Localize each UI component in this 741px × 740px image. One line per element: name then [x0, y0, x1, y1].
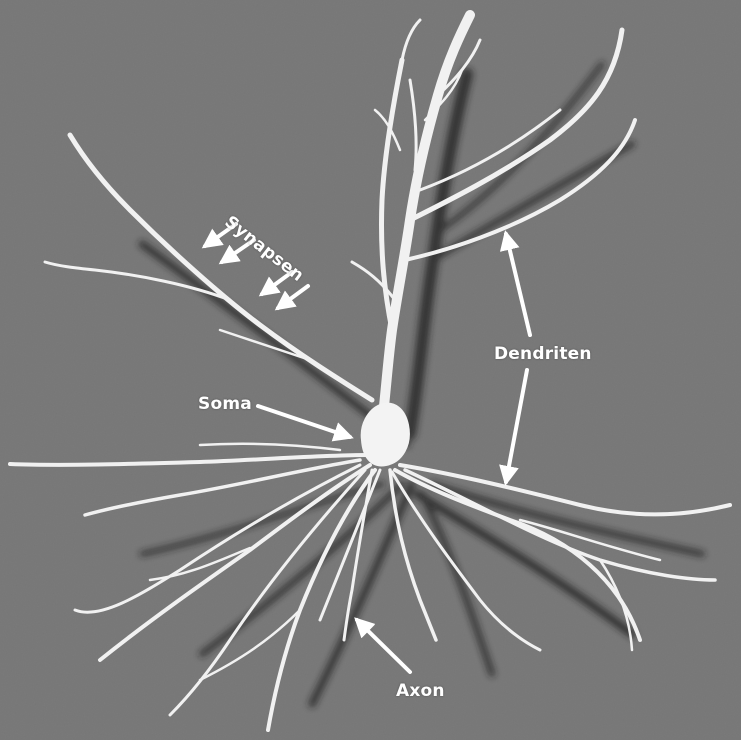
axon-label: Axon [396, 681, 445, 701]
soma [362, 404, 409, 466]
soma-label: Soma [198, 394, 252, 414]
dendriten-label: Dendriten [494, 344, 592, 364]
